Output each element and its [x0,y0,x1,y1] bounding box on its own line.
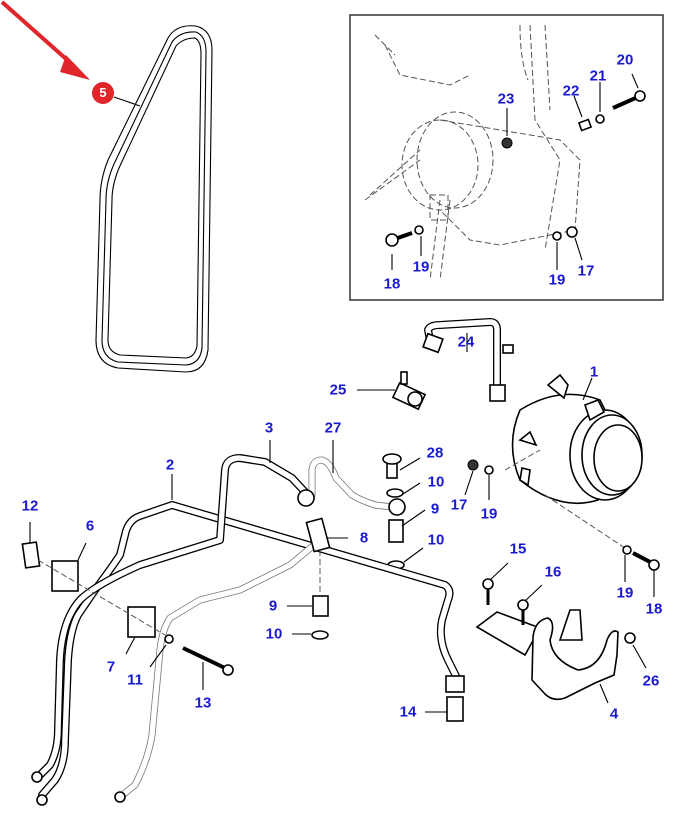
label-10b[interactable]: 10 [427,531,445,549]
inset-bush-22[interactable] [577,118,593,132]
washer-10-left[interactable] [311,630,329,640]
washer-10-top[interactable] [386,488,404,498]
inset-detail-panel [349,14,664,301]
label-27[interactable]: 27 [324,419,342,437]
inset-nut-17[interactable] [566,226,578,238]
label-inset-23[interactable]: 23 [497,90,515,108]
label-24[interactable]: 24 [457,333,475,351]
banjo-bolt-28-head[interactable] [382,453,402,465]
fitting-14[interactable] [446,696,464,722]
label-inset-22[interactable]: 22 [562,82,580,100]
label-19a[interactable]: 19 [480,505,498,523]
washer-19-right[interactable] [622,545,632,555]
inset-nut-23[interactable] [501,137,513,149]
label-16[interactable]: 16 [544,563,562,581]
nut-26[interactable] [624,632,636,644]
pipe-24[interactable] [422,318,514,402]
fitting-9-left[interactable] [312,595,329,617]
bolt-16[interactable] [517,599,529,625]
pipe-27[interactable] [308,440,406,516]
label-1[interactable]: 1 [589,363,599,381]
label-9b[interactable]: 9 [430,500,440,518]
label-19b[interactable]: 19 [616,584,634,602]
pipe-end-c [114,791,126,803]
highlight-arrow [0,0,90,80]
label-inset-18[interactable]: 18 [383,275,401,293]
label-inset-19a[interactable]: 19 [412,258,430,276]
inset-washer-19b[interactable] [552,231,562,241]
label-8[interactable]: 8 [359,529,369,547]
label-9a[interactable]: 9 [268,597,278,615]
bracket-4[interactable] [475,609,619,704]
label-inset-17[interactable]: 17 [577,262,595,280]
fitting-9-right[interactable] [388,519,404,543]
inset-washer-21[interactable] [595,114,605,124]
inset-bolt-20[interactable] [612,90,646,110]
label-28[interactable]: 28 [426,444,444,462]
highlighted-part-badge[interactable]: 5 [92,82,114,104]
label-13[interactable]: 13 [194,694,212,712]
label-14[interactable]: 14 [399,703,417,721]
label-4[interactable]: 4 [609,705,619,723]
washer-19[interactable] [484,465,494,475]
label-inset-19b[interactable]: 19 [548,271,566,289]
nut-17[interactable] [467,459,479,471]
label-7[interactable]: 7 [106,658,116,676]
inset-bolt-18[interactable] [385,231,413,247]
bolt-13[interactable] [182,646,234,676]
pipe-lower-grey [116,536,324,801]
label-10c[interactable]: 10 [265,625,283,643]
fitting-25[interactable] [357,371,427,411]
label-6[interactable]: 6 [85,517,95,535]
label-3[interactable]: 3 [264,419,274,437]
label-10a[interactable]: 10 [427,473,445,491]
pipe-end-a [31,771,43,783]
label-12[interactable]: 12 [21,497,39,515]
label-25[interactable]: 25 [329,381,347,399]
compressor-1[interactable] [504,373,643,549]
washer-11[interactable] [164,634,174,644]
label-inset-20[interactable]: 20 [616,51,634,69]
label-26[interactable]: 26 [642,672,660,690]
label-inset-21[interactable]: 21 [589,67,607,85]
clamp-6[interactable] [51,560,79,592]
label-15[interactable]: 15 [509,540,527,558]
pipe-end-b [36,794,48,806]
inset-washer-19a[interactable] [414,225,424,235]
label-17[interactable]: 17 [450,496,468,514]
label-2[interactable]: 2 [165,456,175,474]
pipe-2[interactable] [38,474,465,799]
clamp-block-7[interactable] [127,606,156,638]
label-18[interactable]: 18 [645,600,663,618]
elbow-fitting-8[interactable] [305,517,331,553]
drive-belt[interactable] [95,25,213,373]
bolt-15[interactable] [482,578,494,605]
pipe-3[interactable] [36,440,315,779]
plate-12[interactable] [21,541,41,569]
bolt-18[interactable] [632,551,660,571]
label-11[interactable]: 11 [127,671,143,689]
